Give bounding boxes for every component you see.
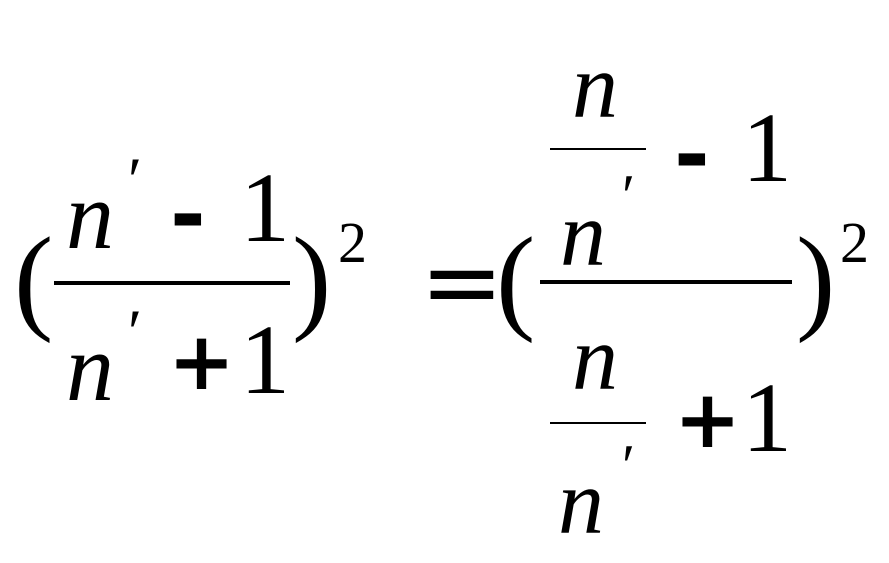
rhs-open-paren: ( — [496, 213, 536, 344]
rhs-denominator-inner-denominator: n — [558, 451, 604, 553]
lhs-denominator-one: 1 — [240, 304, 290, 415]
lhs-denominator-plus: + — [168, 315, 236, 408]
lhs-denominator-variable: n — [66, 314, 114, 421]
rhs-numerator-inner-fraction-bar — [550, 148, 646, 150]
rhs-exponent: 2 — [840, 210, 869, 275]
rhs-denominator-inner-fraction-bar — [550, 422, 646, 424]
rhs-denominator-inner-numerator: n — [572, 307, 618, 409]
lhs-numerator-prime: ′ — [128, 144, 142, 215]
lhs-fraction-bar — [54, 281, 290, 285]
rhs-fraction-bar — [540, 280, 792, 284]
rhs-numerator-one: 1 — [742, 92, 792, 203]
lhs-numerator-one: 1 — [240, 152, 290, 263]
rhs-denominator-inner-prime: ′ — [622, 433, 636, 499]
lhs-exponent: 2 — [338, 210, 367, 275]
rhs-numerator-inner-denominator: n — [560, 183, 606, 285]
lhs-open-paren: ( — [14, 213, 54, 344]
rhs-denominator-plus: + — [674, 373, 742, 466]
lhs-numerator-minus: - — [170, 165, 206, 265]
rhs-close-paren: ) — [796, 213, 836, 344]
rhs-numerator-inner-prime: ′ — [622, 163, 636, 229]
lhs-close-paren: ) — [292, 213, 332, 344]
equals-sign: = — [420, 223, 504, 340]
lhs-denominator-prime: ′ — [128, 296, 142, 367]
lhs-numerator-variable: n — [66, 162, 114, 269]
rhs-denominator-one: 1 — [742, 362, 792, 473]
rhs-numerator-minus: - — [674, 105, 710, 205]
rhs-numerator-inner-numerator: n — [572, 35, 618, 137]
